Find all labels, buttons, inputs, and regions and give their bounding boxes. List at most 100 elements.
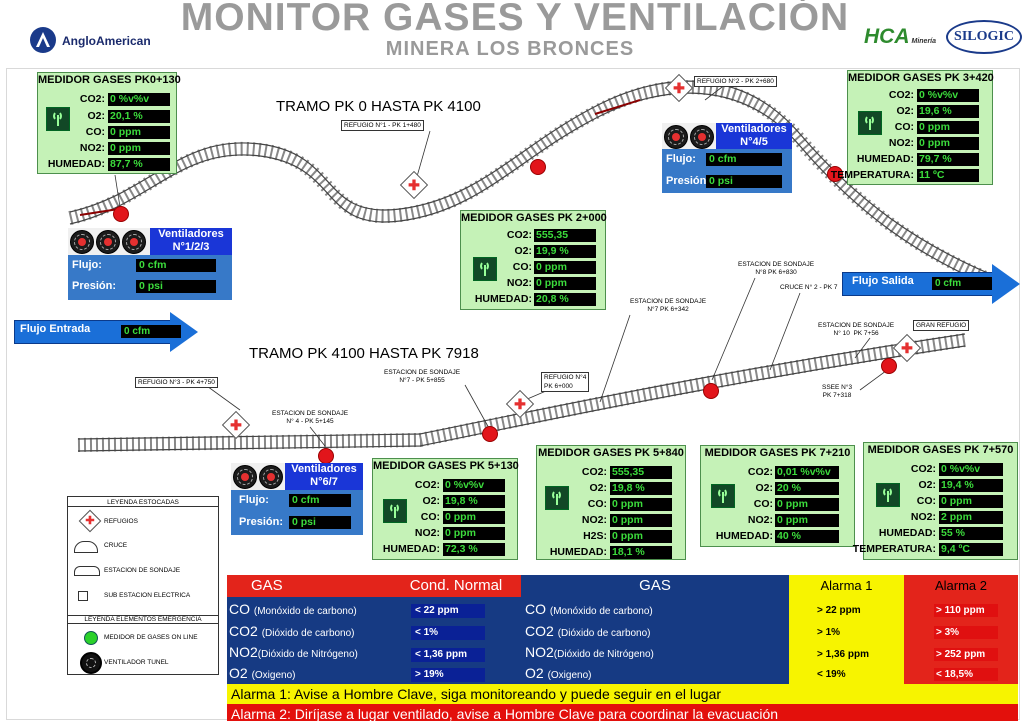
antenna-icon [473, 257, 497, 281]
table-row-no2: NO2(Dióxido de Nitrógeno) [229, 644, 409, 662]
antenna-icon [858, 111, 882, 135]
alarm1-value: > 22 ppm [817, 605, 861, 616]
header-gas-2: GAS [521, 575, 789, 597]
sensor-title: MEDIDOR GASES PK 7+570 [867, 444, 1014, 456]
sensor-dot-pk7570[interactable] [881, 358, 897, 374]
gas-name: CO2 [525, 623, 554, 639]
gas-desc: (Dióxido de Nitrógeno) [257, 649, 358, 660]
value-o2: 19,4 % [939, 479, 1003, 492]
refugio-4-label: REFUGIO N°4 PK 6+000 [541, 372, 590, 392]
antenna-icon [711, 484, 735, 508]
gas-name: O2 [229, 665, 248, 681]
sensor-panel-pk5840: MEDIDOR GASES PK 5+840 CO2:555,35 O2:19,… [536, 445, 686, 560]
fan-group [68, 228, 150, 255]
sensor-dot-pk0130[interactable] [113, 206, 129, 222]
refugio-cross-icon: ✚ [514, 396, 526, 412]
value-co: 0 ppm [443, 511, 505, 524]
value-no2: 0 ppm [108, 142, 170, 155]
row-label: CO: [753, 498, 773, 510]
value-o2: 19,8 % [610, 482, 672, 495]
sensor-panel-pk7210: MEDIDOR GASES PK 7+210 CO2:0,01 %v%v O2:… [700, 445, 855, 547]
value-co2: 0 %v%v [443, 479, 505, 492]
table-row-o2: O2 (Oxigeno) [229, 665, 389, 683]
legend-title-2: LEYENDA ELEMENTOS EMERGENCIA [68, 615, 218, 624]
flujo-salida-label: Flujo Salida [852, 275, 914, 287]
estacion-4-label: ESTACION DE SONDAJE N° 4 - PK 5+145 [272, 410, 349, 425]
fan-icon [233, 465, 257, 489]
normal-value: > 19% [411, 668, 485, 682]
gas-desc: (Monóxido de carbono) [253, 606, 357, 617]
fan-title: Ventiladores N°1/2/3 [150, 228, 232, 255]
hca-logo-text: HCA [864, 25, 910, 48]
flujo-label: Flujo: [666, 153, 696, 165]
table-row-no2-2: NO2(Dióxido de Nitrógeno) [525, 644, 785, 662]
value-o2: 19,8 % [443, 495, 505, 508]
table-row-co2: CO2 (Dióxido de carbono) [229, 623, 389, 641]
gas-desc: (Monóxido de carbono) [549, 606, 653, 617]
gas-body [521, 597, 789, 684]
value-co: 0 ppm [939, 495, 1003, 508]
flujo-label: Flujo: [239, 494, 269, 506]
antenna-icon [876, 483, 900, 507]
gas-name: CO [229, 601, 250, 617]
legend-item: ESTACION DE SONDAJE [104, 567, 181, 574]
hca-logo-subtext: Minería [911, 38, 937, 45]
presion-value: 0 psi [136, 280, 216, 293]
row-label: O2: [87, 110, 105, 122]
refugio-cross-icon: ✚ [230, 417, 242, 433]
upper-track [68, 80, 993, 287]
normal-value: < 1,36 ppm [411, 648, 485, 662]
sensor-panel-pk2000: MEDIDOR GASES PK 2+000 CO2:555,35 O2:19,… [460, 210, 607, 310]
legend-title: LEYENDA ESTOCADAS [68, 499, 218, 507]
sensor-dot-pk5130[interactable] [318, 448, 334, 464]
fan-values: Flujo: 0 cfm Presión: 0 psi [662, 149, 792, 193]
table-row-co: CO (Monóxido de carbono) [229, 601, 389, 619]
refugio-1-label: REFUGIO N°1 - PK 1+480 [341, 120, 424, 131]
presion-label: Presión: [72, 280, 117, 292]
sensor-dot-pk5840[interactable] [482, 426, 498, 442]
value-humedad: 40 % [775, 530, 839, 543]
fan-icon [122, 230, 146, 254]
sensor-dot-pk7210[interactable] [703, 383, 719, 399]
row-label: TEMPERATURA: [852, 543, 936, 555]
value-no2: 0 ppm [775, 514, 839, 527]
value-co: 0 ppm [610, 498, 672, 511]
sensor-dot-pk3420[interactable] [827, 166, 843, 182]
gas-desc: (Oxigeno) [547, 670, 592, 681]
value-humedad: 20,8 % [534, 293, 596, 306]
row-label: NO2: [414, 527, 440, 539]
row-label: H2S: [583, 530, 607, 542]
page-subtitle: MINERA LOS BRONCES [385, 38, 635, 60]
row-label: CO2: [910, 463, 936, 475]
antenna-icon [46, 107, 70, 131]
fan-panel-1-2-3: Ventiladores N°1/2/3 Flujo: 0 cfm Presió… [68, 228, 232, 300]
row-label: O2: [755, 482, 773, 494]
header-gas: GAS [227, 575, 391, 597]
value-humedad: 72,3 % [443, 543, 505, 556]
gas-name: NO2 [525, 644, 554, 660]
row-label: CO: [894, 121, 914, 133]
sensor-dot-pk2000[interactable] [530, 159, 546, 175]
sensor-title: MEDIDOR GASES PK 5+840 [538, 447, 684, 459]
value-co2: 555,35 [610, 466, 672, 479]
tramo-bottom-label: TRAMO PK 4100 HASTA PK 7918 [249, 345, 479, 362]
value-co2: 0 %v%v [917, 89, 979, 102]
normal-value: < 1% [411, 626, 485, 640]
gas-name: NO2 [229, 644, 258, 660]
sensor-title: MEDIDOR GASES PK0+130 [38, 74, 181, 86]
flujo-salida-arrow: Flujo Salida 0 cfm [842, 264, 1020, 304]
refugio-cross-icon: ✚ [673, 80, 685, 96]
gas-meter-legend-icon [84, 631, 98, 645]
header-cond-normal: Cond. Normal [391, 575, 521, 597]
gas-name: CO2 [229, 623, 258, 639]
row-label: CO2: [747, 466, 773, 478]
cruce-legend-icon [74, 541, 98, 553]
row-label: O2: [514, 245, 532, 257]
row-label: TEMPERATURA: [830, 169, 914, 181]
value-co: 0 ppm [534, 261, 596, 274]
value-co: 0 ppm [917, 121, 979, 134]
value-co2: 0 %v%v [108, 93, 170, 106]
presion-value: 0 psi [706, 175, 782, 188]
table-row-o2-2: O2 (Oxigeno) [525, 665, 785, 683]
